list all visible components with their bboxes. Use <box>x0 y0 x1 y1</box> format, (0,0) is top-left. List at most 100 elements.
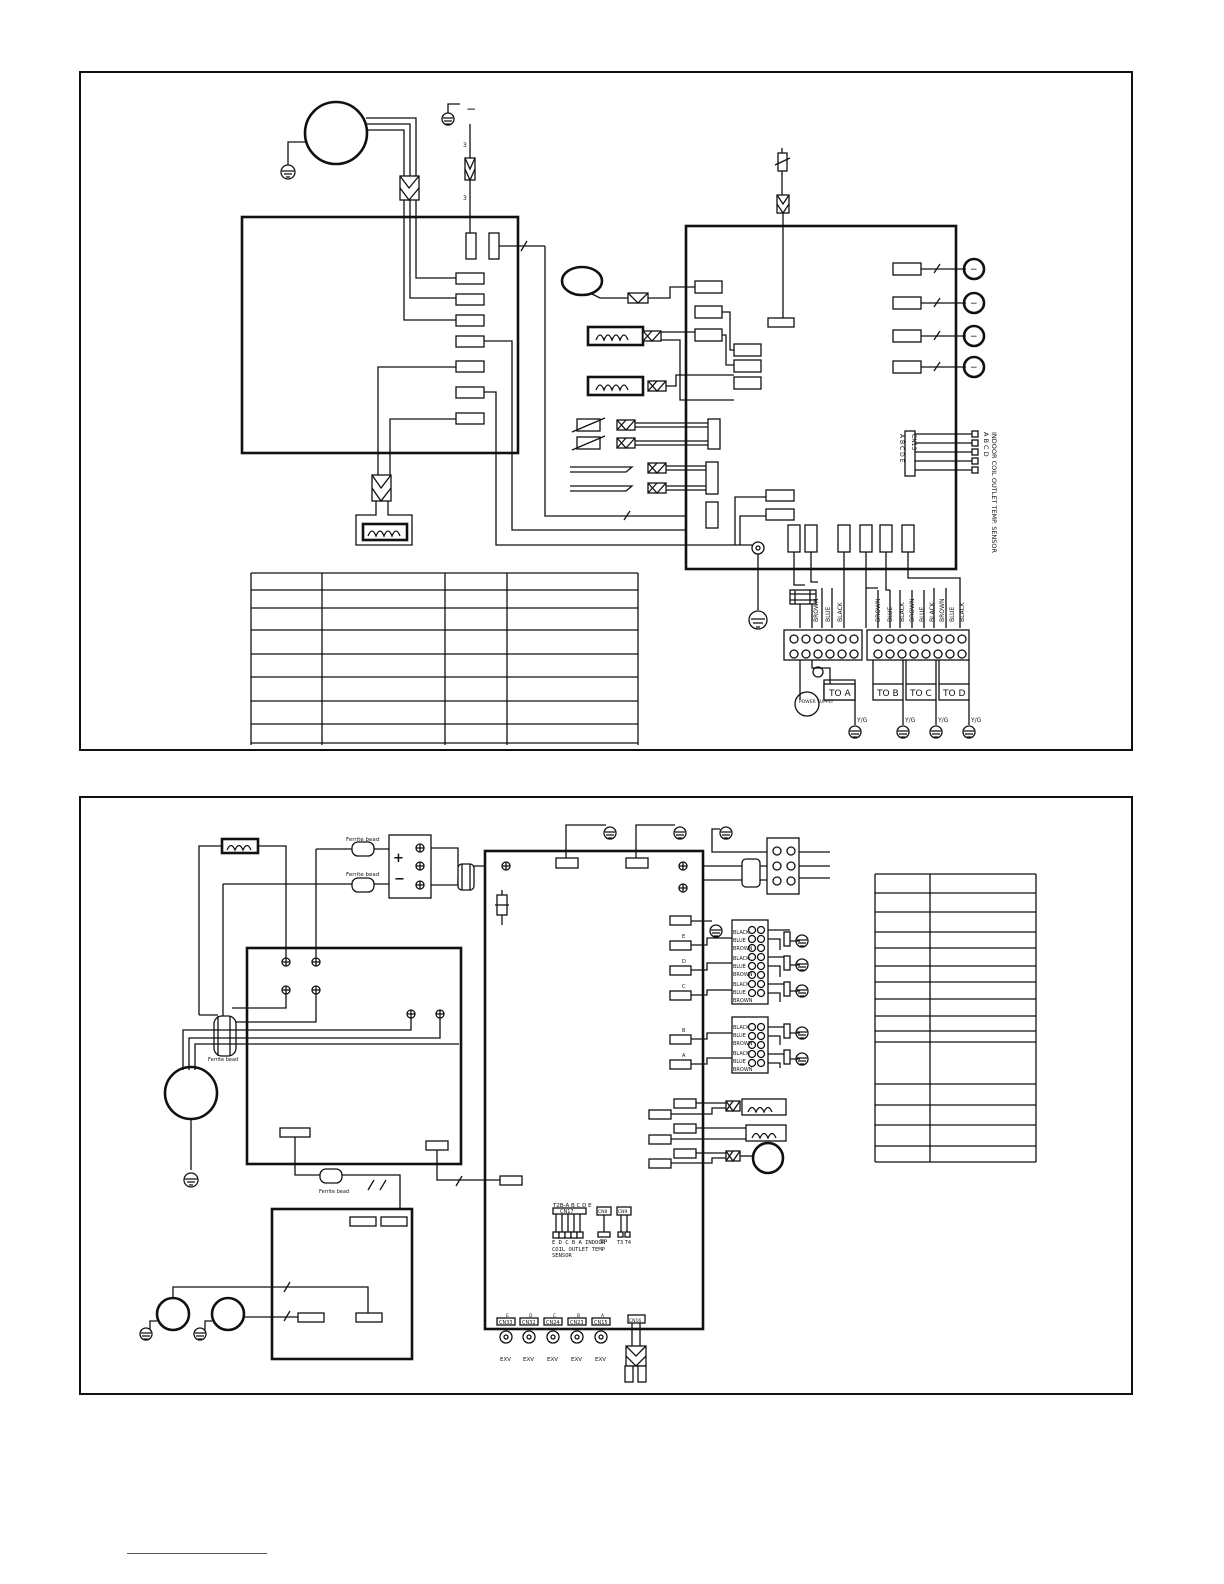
svg-text:BLACK: BLACK <box>733 930 750 936</box>
heater-coil <box>361 522 409 542</box>
svg-text:B: B <box>577 1313 580 1319</box>
cn13-label: CN13 <box>910 434 917 450</box>
svg-text:C: C <box>553 1313 556 1319</box>
module-box-bottom <box>245 946 463 1166</box>
wire-color-label: BLACK <box>899 601 906 622</box>
exv-connectors: E CN33 EXV D CN32 EXV C CN24 EXV B CN23 … <box>496 1313 611 1363</box>
cn13-letters: A B C D E <box>898 434 905 463</box>
ground-icon <box>280 164 296 180</box>
svg-text:EXV: EXV <box>571 1357 582 1363</box>
wire-color-label: BROWN <box>909 599 916 622</box>
terminal-block-left <box>783 629 863 661</box>
svg-text:BLUE: BLUE <box>733 964 746 970</box>
svg-text:BROWN: BROWN <box>733 946 753 952</box>
svg-text:EXV: EXV <box>595 1357 606 1363</box>
ground-icon <box>795 984 809 998</box>
ferrite-label: Ferrite bead <box>346 872 379 878</box>
ground-icon <box>193 1327 207 1341</box>
load-circle <box>962 291 986 315</box>
wire-color-label: BLACK <box>959 601 966 622</box>
minus-sign: − <box>970 299 978 309</box>
power-supply-label: POWER SUPPLY <box>799 699 834 705</box>
valve-coil <box>741 1098 787 1116</box>
minus-sign: − <box>970 332 978 342</box>
tp-label: TP <box>599 1239 608 1246</box>
ground-icon <box>929 725 943 739</box>
svg-text:CN15: CN15 <box>594 1320 608 1326</box>
minus-sign: − <box>466 102 476 116</box>
ground-icon <box>962 725 976 739</box>
minus-sign: − <box>394 872 405 887</box>
footer-link-underline[interactable] <box>127 1553 267 1554</box>
main-module-box <box>240 215 520 455</box>
svg-text:D: D <box>529 1313 533 1319</box>
svg-text:BLUE: BLUE <box>733 990 746 996</box>
to-a-label: TO A <box>828 689 851 699</box>
svg-text:BROWN: BROWN <box>733 1041 753 1047</box>
dc-block <box>388 834 432 899</box>
svg-text:CN23: CN23 <box>570 1320 584 1326</box>
wire-color-label: BLUE <box>919 606 926 622</box>
wire-color-label: BROWN <box>875 599 882 622</box>
ferrite-bead <box>319 1168 343 1184</box>
ground-icon <box>441 112 455 126</box>
load-circle <box>962 355 986 379</box>
legend-table-top <box>250 572 639 745</box>
cn9-label: CN9 <box>618 1209 628 1215</box>
strip-screws <box>747 925 766 1068</box>
compressor-motor <box>210 1296 246 1332</box>
to-c-label: TO C <box>909 689 932 699</box>
ground-icon <box>848 725 862 739</box>
ferrite-bead <box>351 841 375 857</box>
load-circle <box>962 257 986 281</box>
wire-color-label: BROWN <box>939 599 946 622</box>
svg-text:BROWN: BROWN <box>733 972 753 978</box>
control-board-bottom <box>483 849 705 1331</box>
minus-sign: − <box>970 265 978 275</box>
tick-label: 3 <box>463 195 467 202</box>
port-letter: E <box>682 934 685 940</box>
valve-coil <box>745 1124 787 1142</box>
legend-table-bottom <box>874 873 1037 1163</box>
ground-icon <box>896 725 910 739</box>
to-b-label: TO B <box>876 689 899 699</box>
compressor-box <box>270 1207 414 1361</box>
svg-text:CN33: CN33 <box>499 1320 513 1326</box>
terminal-strip <box>731 1016 769 1074</box>
to-d-label: TO D <box>942 689 965 699</box>
svg-text:CN32: CN32 <box>522 1320 536 1326</box>
wire-color-label: BLUE <box>949 606 956 622</box>
t3t4-label: T3 T4 <box>616 1240 631 1246</box>
ground-label: Y/G <box>937 717 949 724</box>
ferrite-label: Ferrite bead <box>319 1189 349 1195</box>
bottom-panel-frame <box>79 796 1133 1395</box>
ferrite-label: Ferrite bead <box>208 1057 238 1063</box>
terminal-colors: BLACK BLUE BROWN BLACK BLUE BROWN BLACK … <box>733 930 753 1073</box>
tick-label: 3 <box>463 142 467 149</box>
ground-icon <box>709 924 723 938</box>
sensor-caption-bottom: E D C B A INDOOR COIL OUTLET TEMP SENSOR <box>552 1240 605 1259</box>
svg-text:BLACK: BLACK <box>733 1051 750 1057</box>
valve-coil-1 <box>586 325 645 347</box>
svg-text:BROWN: BROWN <box>733 1067 753 1073</box>
ground-label: Y/G <box>856 717 868 724</box>
cn17-label: CN17 <box>560 1209 574 1215</box>
valve-coil-2 <box>586 375 645 397</box>
sensor-ellipse <box>560 265 604 297</box>
load-circle <box>962 324 986 348</box>
terminal-screws <box>789 634 967 659</box>
ground-icon <box>183 1172 199 1188</box>
svg-text:BLUE: BLUE <box>733 1059 746 1065</box>
ground-icon <box>748 610 768 630</box>
ground-icon <box>603 826 617 840</box>
cn17-letters: T2B-A B C D E <box>552 1203 592 1209</box>
ground-icon <box>673 826 687 840</box>
sensor-caption: INDOOR COIL OUTLET TEMP. SENSOR <box>990 432 998 554</box>
port-letter: A <box>682 1053 686 1059</box>
wire-color-label: BLACK <box>929 601 936 622</box>
ferrite-bead <box>351 877 375 893</box>
sensor-circle <box>751 1141 785 1175</box>
cn16-label: CN16 <box>629 1318 641 1324</box>
svg-text:BLACK: BLACK <box>733 956 750 962</box>
